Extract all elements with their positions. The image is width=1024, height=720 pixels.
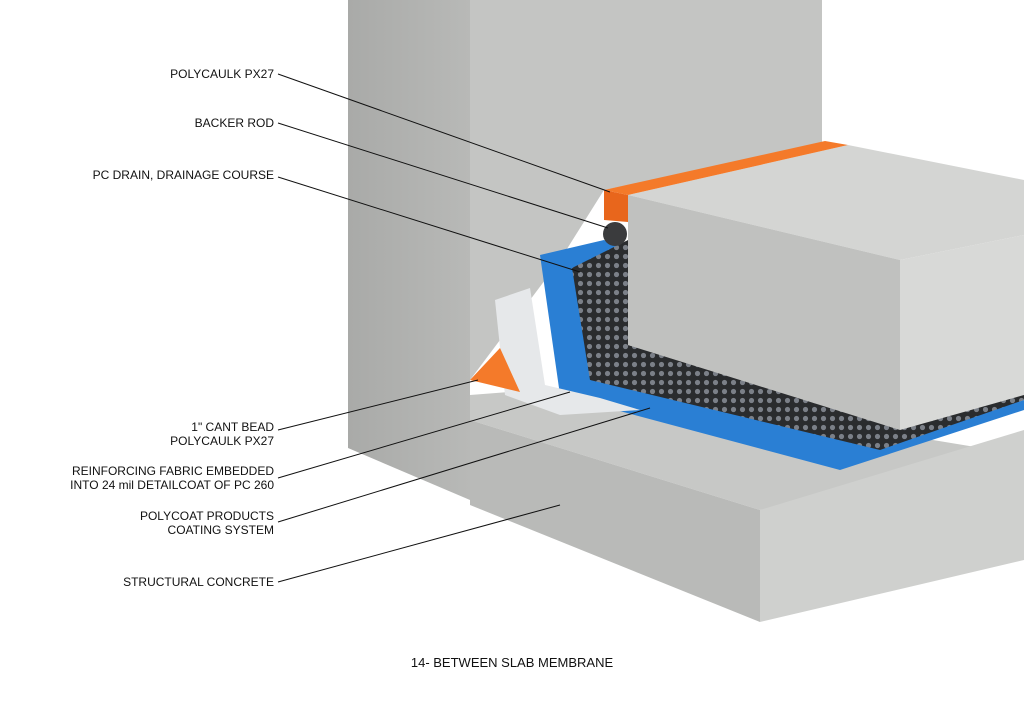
label-pc-drain: PC DRAIN, DRAINAGE COURSE xyxy=(92,168,274,182)
label-coating: POLYCOAT PRODUCTS COATING SYSTEM xyxy=(140,509,274,537)
label-cant-bead: 1" CANT BEAD POLYCAULK PX27 xyxy=(170,420,274,448)
label-cant-bead-line2: POLYCAULK PX27 xyxy=(170,434,274,448)
label-cant-bead-line1: 1" CANT BEAD xyxy=(191,420,274,434)
reinforcing-fabric xyxy=(495,288,640,415)
label-polycaulk: POLYCAULK PX27 xyxy=(170,67,274,81)
drainage-course xyxy=(572,240,1024,450)
wall-left-face xyxy=(348,0,470,500)
cant-bead xyxy=(470,348,520,392)
upper-slab-right xyxy=(900,235,1024,430)
upper-slab-front xyxy=(628,195,900,430)
label-fabric-line2: INTO 24 mil DETAILCOAT OF PC 260 xyxy=(70,478,274,492)
diagram-caption: 14- BETWEEN SLAB MEMBRANE xyxy=(410,655,614,670)
wall-front-face xyxy=(470,0,822,380)
base-slab-right xyxy=(760,430,1024,622)
coating-membrane xyxy=(540,240,1024,470)
polycaulk-joint-face xyxy=(604,190,628,222)
label-fabric-line1: REINFORCING FABRIC EMBEDDED xyxy=(71,464,274,478)
backer-rod xyxy=(603,222,627,246)
label-structural: STRUCTURAL CONCRETE xyxy=(123,575,274,589)
label-backer-rod: BACKER ROD xyxy=(194,116,274,130)
label-coating-line1: POLYCOAT PRODUCTS xyxy=(139,509,274,523)
polycaulk-joint xyxy=(604,141,848,195)
label-fabric: REINFORCING FABRIC EMBEDDED INTO 24 mil … xyxy=(70,464,274,492)
upper-slab-top xyxy=(628,145,1024,260)
label-coating-line2: COATING SYSTEM xyxy=(167,523,274,537)
base-slab-front xyxy=(470,420,760,622)
leader-lines xyxy=(277,73,651,583)
